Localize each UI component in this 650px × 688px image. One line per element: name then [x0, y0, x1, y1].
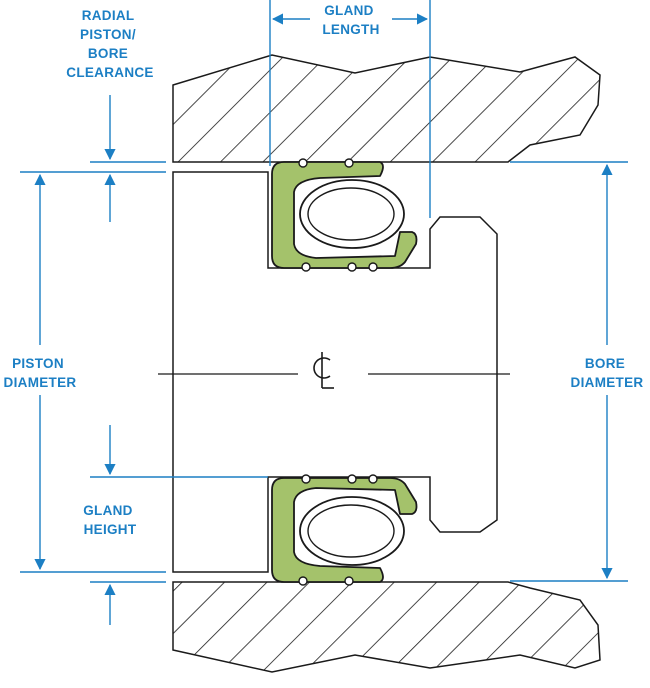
centerline-label: CL: [0, 0, 2, 1]
radial-clearance-label: RADIAL PISTON/ BORE CLEARANCE: [66, 8, 153, 80]
bore-diameter-label: BORE DIAMETER: [571, 356, 644, 390]
bore-wall-top: [172, 54, 601, 163]
bore-wall-bottom: [172, 581, 601, 673]
bottom-seal: [271, 474, 418, 586]
gland-length-label: GLAND LENGTH: [322, 3, 379, 37]
centerline-symbol: [313, 352, 334, 389]
piston-diameter-label: PISTON DIAMETER: [4, 356, 77, 390]
dimension-lines: [20, 0, 628, 625]
top-seal: [271, 158, 418, 272]
gland-height-label: GLAND HEIGHT: [83, 503, 137, 537]
